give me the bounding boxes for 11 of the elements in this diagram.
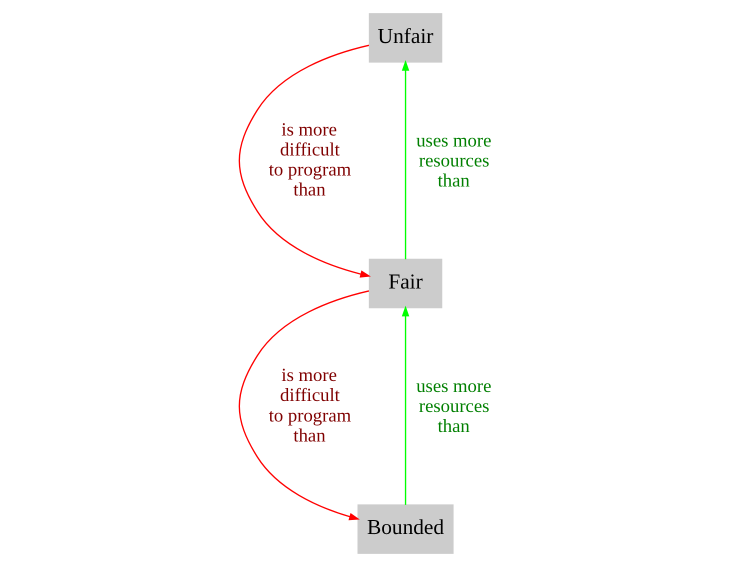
arrow [238, 290, 370, 520]
edge-label: is more difficult to program than [268, 120, 352, 201]
arrow [238, 44, 371, 278]
arrow [402, 60, 410, 260]
edge-label: uses more resources than [416, 376, 492, 437]
edge-label: uses more resources than [416, 130, 492, 192]
node-box: Unfair [368, 13, 442, 63]
edge-label: is more difficult to program than [268, 365, 352, 446]
arrow [402, 306, 410, 505]
node-box: Bounded [358, 504, 454, 554]
node-box: Fair [368, 258, 442, 308]
